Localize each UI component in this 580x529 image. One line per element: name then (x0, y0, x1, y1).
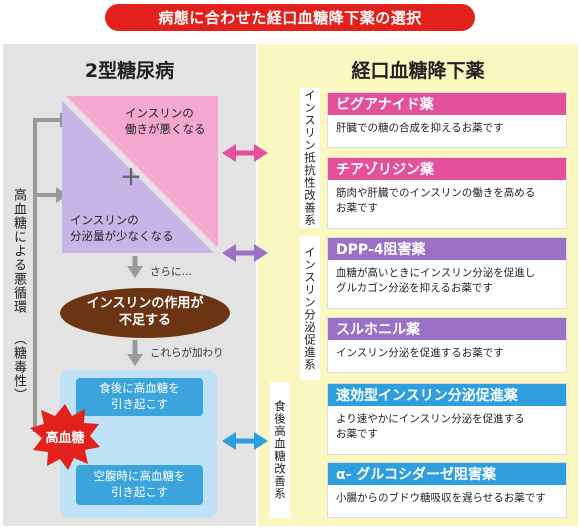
drug-card-thiazolidine: チアゾリジン薬 筋肉や肝臓でのインスリンの働きを高める お薬です (327, 157, 567, 229)
double-arrow-blue (222, 432, 268, 450)
drug-description: 小腸からのブドウ糖吸収を遅らせるお薬です (336, 492, 546, 504)
triangle-bottom-shape (62, 101, 214, 253)
drug-name: 速効型インスリン分泌促進薬 (328, 384, 566, 406)
page-title: 病態に合わせた経口血糖降下薬の選択 (105, 4, 475, 31)
fasting-box: 空腹時に高血糖を 引き起こす (76, 465, 203, 505)
drug-card-biguanide: ビグアナイド薬 肝臓での糖の合成を抑えるお薬です (327, 92, 567, 148)
glucotoxicity-label: （糖毒性） (11, 332, 26, 402)
drug-description: インスリン分泌を促進するお薬です (336, 347, 504, 359)
drug-description: 肝臓での糖の合成を抑えるお薬です (336, 122, 504, 134)
insulin-deficiency-oval: インスリンの作用が 不足する (60, 288, 230, 338)
drug-name: α- グルコシダーゼ阻害薬 (328, 463, 566, 485)
down-arrow-1 (127, 266, 143, 278)
drug-card-rapid-secretagogue: 速効型インスリン分泌促進薬 より速やかにインスリン分泌を促進する お薬です (327, 383, 567, 455)
sarani-text: さらに… (150, 266, 192, 278)
drug-name: DPP-4阻害薬 (328, 238, 566, 260)
down-arrow-2 (127, 354, 143, 366)
right-heading: 経口血糖降下薬 (351, 60, 485, 82)
double-arrow-purple (222, 244, 268, 262)
burst-label: 高血糖 (45, 431, 85, 446)
drug-name: ビグアナイド薬 (328, 93, 566, 115)
loop-line (33, 118, 62, 432)
koreraga-text: これらが加わり (150, 347, 224, 359)
burst-icon (30, 404, 100, 470)
postprandial-box: 食後に高血糖を 引き起こす (76, 378, 203, 416)
drug-card-alpha-glucosidase: α- グルコシダーゼ阻害薬 小腸からのブドウ糖吸収を遅らせるお薬です (327, 462, 567, 518)
plus-sign: ＋ (120, 166, 143, 191)
category-insulin-resistance: インスリン抵抗性改善系 (300, 88, 320, 228)
drug-card-sulfonyl: スルホニル薬 インスリン分泌を促進するお薬です (327, 317, 567, 373)
drug-description: 血糖が高いときにインスリン分泌を促進し グルカゴン分泌を抑えるお薬です (336, 267, 536, 295)
triangle-top-text: インスリンの 働きが悪くなる (125, 106, 206, 136)
double-arrow-pink (222, 144, 268, 162)
drug-name: チアゾリジン薬 (328, 158, 566, 180)
category-postprandial: 食後高血糖改善系 (270, 382, 290, 518)
vicious-cycle-label: 高血糖による悪循環 (11, 188, 26, 314)
drug-description: 筋肉や肝臓でのインスリンの働きを高める お薬です (336, 187, 536, 215)
triangle-top-shape (66, 96, 218, 248)
triangle-bottom-text: インスリンの 分泌量が少なくなる (70, 213, 174, 243)
drug-card-dpp4: DPP-4阻害薬 血糖が高いときにインスリン分泌を促進し グルカゴン分泌を抑える… (327, 237, 567, 309)
drug-description: より速やかにインスリン分泌を促進する お薬です (336, 413, 525, 441)
left-heading: 2型糖尿病 (84, 60, 175, 82)
category-insulin-secretion: インスリン分泌促進系 (300, 236, 320, 380)
drug-name: スルホニル薬 (328, 318, 566, 340)
